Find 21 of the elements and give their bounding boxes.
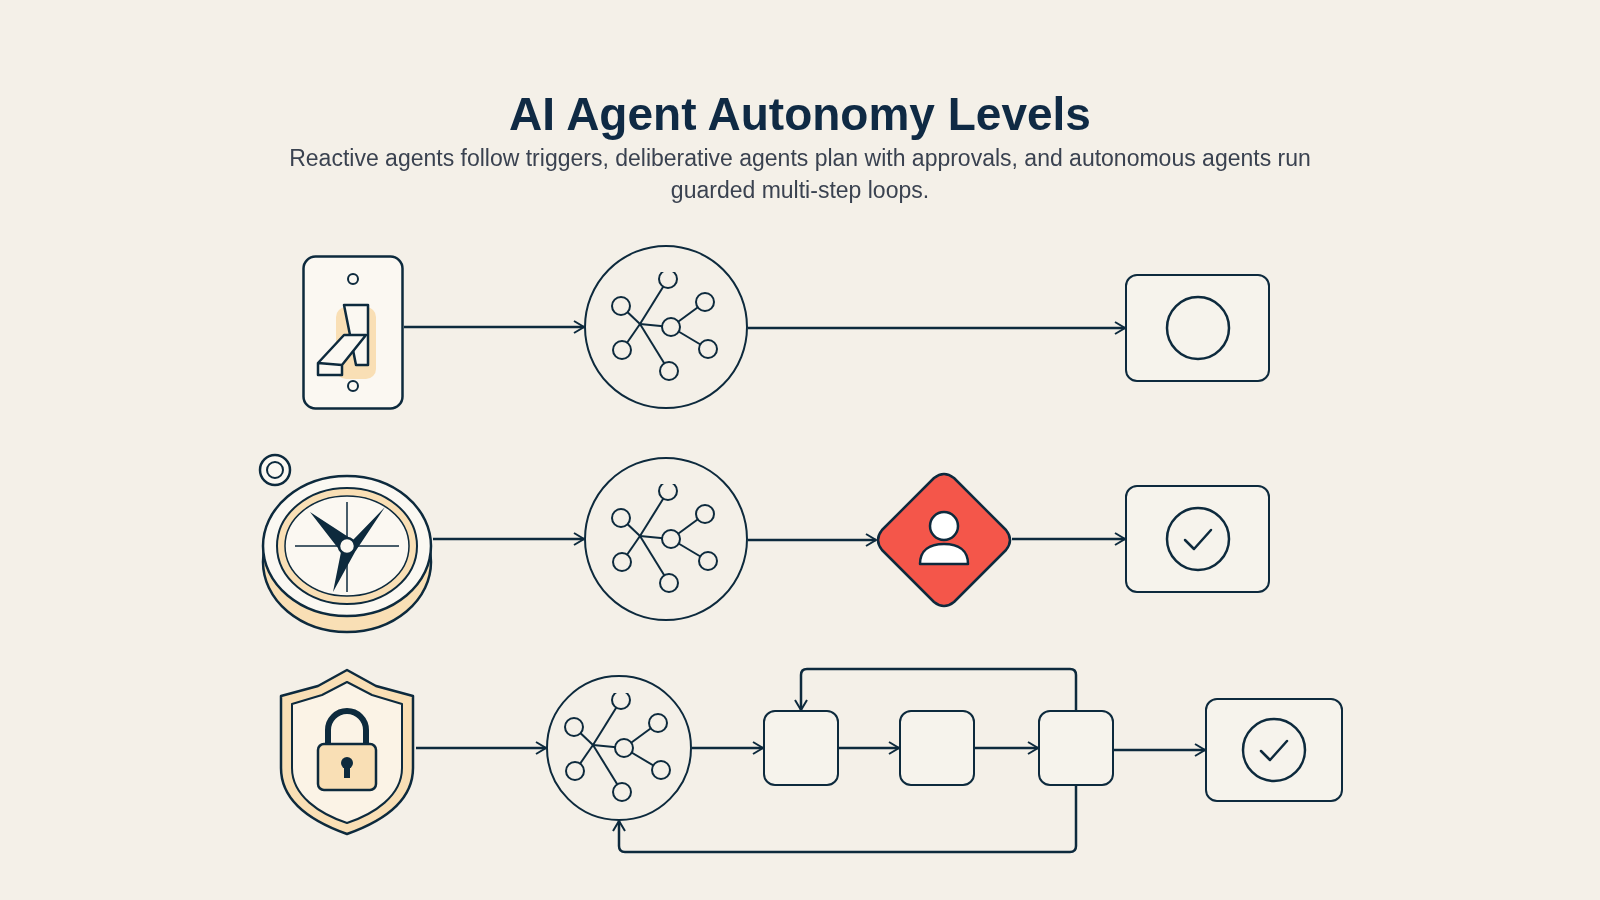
arrow <box>839 741 900 755</box>
arrow <box>612 786 1078 854</box>
approval-diamond <box>876 472 1012 608</box>
step-box <box>763 710 839 786</box>
arrow <box>404 320 585 334</box>
step-box <box>1038 710 1114 786</box>
arrow <box>433 532 585 546</box>
arrow <box>748 533 877 547</box>
arrow <box>748 321 1126 335</box>
arrow <box>975 741 1039 755</box>
arrow <box>416 741 547 755</box>
arrow <box>1114 743 1206 757</box>
step-box <box>1125 274 1270 382</box>
step-box <box>1205 698 1343 802</box>
arrow <box>794 667 1078 711</box>
subtitle: Reactive agents follow triggers, deliberative agents plan with approvals, and autonomous agents run guarded multi-step loops. <box>288 144 1312 205</box>
step-box <box>899 710 975 786</box>
arrow <box>1012 532 1126 546</box>
title: AI Agent Autonomy Levels <box>509 87 1091 142</box>
step-box <box>1125 485 1270 593</box>
arrow <box>692 741 764 755</box>
